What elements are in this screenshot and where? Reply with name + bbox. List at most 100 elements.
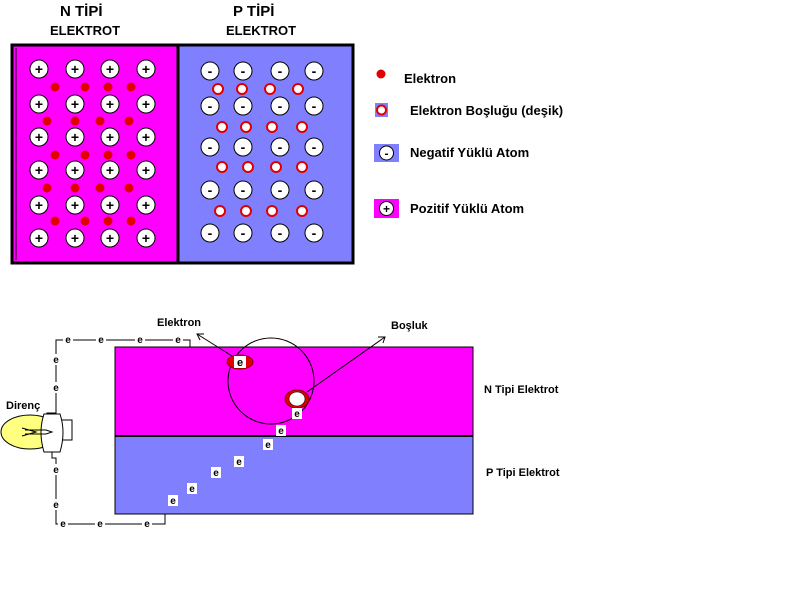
- svg-text:-: -: [208, 139, 213, 155]
- legend-hole-icon: [376, 104, 387, 116]
- svg-text:-: -: [208, 182, 213, 198]
- svg-text:e: e: [265, 440, 271, 451]
- positive-atom: +: [65, 195, 85, 215]
- svg-text:e: e: [170, 496, 176, 507]
- hole: [266, 205, 278, 217]
- svg-text:-: -: [312, 63, 317, 79]
- electron-e-marker: e: [187, 483, 197, 495]
- negative-atom: -: [304, 223, 324, 243]
- positive-atom: +: [65, 160, 85, 180]
- hole: [292, 83, 304, 95]
- hole: [214, 205, 226, 217]
- svg-text:e: e: [60, 519, 66, 530]
- electron-marker-box: [234, 356, 246, 368]
- hole-pointer-label: Boşluk: [391, 320, 428, 332]
- positive-atom: +: [136, 228, 156, 248]
- legend-label-hole: Elektron Boşluğu (deşik): [410, 103, 564, 118]
- legend-label-negative: Negatif Yüklü Atom: [410, 145, 530, 160]
- electron-e-marker: e: [51, 464, 61, 476]
- negative-atom: -: [200, 180, 220, 200]
- n-type-title-line1: N TİPİ: [60, 3, 103, 20]
- p-atoms-group: --------------------: [200, 61, 324, 243]
- negative-atom: -: [233, 137, 253, 157]
- svg-text:e: e: [213, 468, 219, 479]
- svg-text:+: +: [142, 61, 150, 77]
- svg-text:+: +: [71, 162, 79, 178]
- svg-text:-: -: [278, 63, 283, 79]
- free-electron: [126, 82, 136, 92]
- free-electron: [50, 216, 60, 226]
- negative-atom: -: [304, 180, 324, 200]
- svg-text:e: e: [53, 465, 59, 476]
- legend-label-electron: Elektron: [404, 71, 457, 86]
- electron-e-marker: e: [63, 334, 73, 346]
- free-electron: [50, 150, 60, 160]
- hole: [240, 205, 252, 217]
- svg-text:-: -: [312, 225, 317, 241]
- free-electron: [126, 150, 136, 160]
- hole: [296, 205, 308, 217]
- svg-text:+: +: [106, 129, 114, 145]
- p-type-title-line1: P TİPİ: [233, 3, 275, 20]
- free-electron: [103, 216, 113, 226]
- hole: [212, 83, 224, 95]
- svg-text:+: +: [71, 96, 79, 112]
- negative-atom: -: [304, 137, 324, 157]
- svg-text:-: -: [241, 182, 246, 198]
- svg-text:+: +: [71, 197, 79, 213]
- free-electron: [42, 116, 52, 126]
- circuit-wire: [46, 339, 191, 525]
- positive-atom: +: [29, 228, 49, 248]
- legend-positive-icon: [379, 201, 394, 216]
- p-type-title-line2: ELEKTROT: [226, 23, 297, 38]
- svg-text:+: +: [71, 230, 79, 246]
- svg-text:-: -: [241, 225, 246, 241]
- electron-e-marker: e: [234, 456, 244, 468]
- electron-e-marker: e: [142, 518, 152, 530]
- svg-text:-: -: [241, 139, 246, 155]
- svg-text:+: +: [35, 197, 43, 213]
- negative-atom: -: [270, 61, 290, 81]
- free-electron: [50, 82, 60, 92]
- svg-text:e: e: [278, 426, 284, 437]
- electron-e-marker: e: [58, 518, 68, 530]
- svg-text:e: e: [53, 383, 59, 394]
- positive-atom: +: [100, 94, 120, 114]
- svg-text:e: e: [98, 335, 104, 346]
- hole-marker-inner: [288, 391, 306, 407]
- electron-e-marker: e: [95, 518, 105, 530]
- hole: [242, 161, 254, 173]
- svg-text:e: e: [189, 484, 195, 495]
- negative-atom: -: [200, 223, 220, 243]
- electron-e-marker: e: [51, 354, 61, 366]
- n-electrode-label: N Tipi Elektrot: [484, 384, 559, 396]
- positive-atom: +: [65, 228, 85, 248]
- svg-text:+: +: [142, 162, 150, 178]
- svg-text:+: +: [142, 230, 150, 246]
- hole: [296, 121, 308, 133]
- hole: [236, 83, 248, 95]
- svg-text:e: e: [137, 335, 143, 346]
- svg-text:-: -: [312, 98, 317, 114]
- negative-atom: -: [200, 137, 220, 157]
- svg-text:e: e: [294, 409, 300, 420]
- svg-text:+: +: [142, 197, 150, 213]
- svg-text:+: +: [35, 162, 43, 178]
- electron-e-marker: e: [173, 334, 183, 346]
- electron-e-marker: e: [276, 425, 286, 437]
- positive-atom: +: [100, 127, 120, 147]
- free-electron: [80, 216, 90, 226]
- free-electron: [95, 116, 105, 126]
- positive-atom: +: [100, 195, 120, 215]
- electron-e-marker: e: [292, 408, 302, 420]
- svg-text:-: -: [278, 225, 283, 241]
- svg-text:e: e: [175, 335, 181, 346]
- svg-text:+: +: [35, 230, 43, 246]
- svg-text:-: -: [241, 98, 246, 114]
- negative-atom: -: [270, 137, 290, 157]
- hole: [216, 161, 228, 173]
- svg-text:+: +: [142, 96, 150, 112]
- positive-atom: +: [136, 160, 156, 180]
